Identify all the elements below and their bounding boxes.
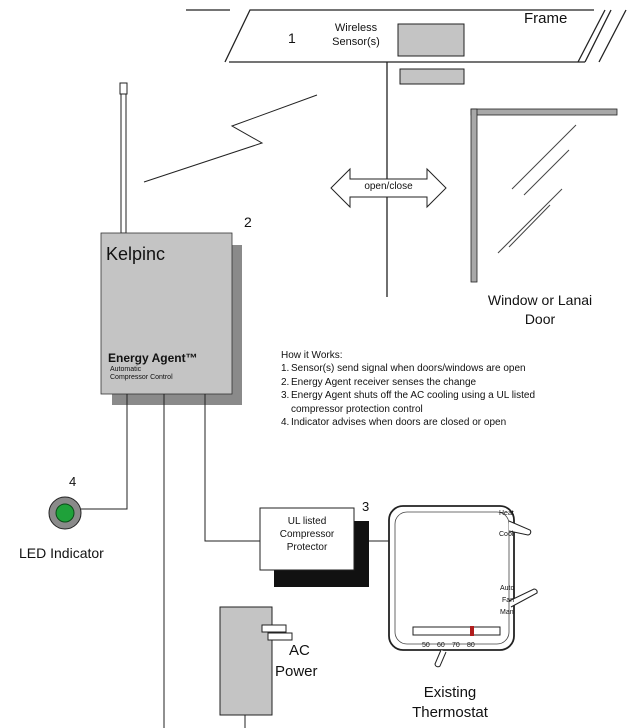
- open-close-arrow: [330, 167, 447, 209]
- how-it-works-steps: 1.Sensor(s) send signal when doors/windo…: [281, 362, 626, 429]
- fan-lever: [508, 588, 538, 608]
- protector-number: 3: [362, 499, 370, 514]
- antenna: [119, 82, 128, 234]
- heat-cool-lever: [508, 520, 532, 536]
- thermostat-man-label: Man: [500, 609, 514, 616]
- thermostat-label-line2: Thermostat: [412, 704, 488, 721]
- step-3: 3.Energy Agent shuts off the AC cooling …: [281, 389, 626, 402]
- step-text: Indicator advises when doors are closed …: [291, 417, 507, 429]
- led-indicator-label: LED Indicator: [19, 545, 104, 561]
- temperature-marker: [470, 626, 474, 636]
- scale-label-70: 70: [452, 642, 460, 649]
- protector-label-line1: UL listed: [287, 516, 327, 527]
- door-frame: [186, 9, 627, 63]
- protector-label-line3: Protector: [286, 542, 328, 553]
- led-number: 4: [69, 474, 77, 489]
- thermostat-wire: [434, 649, 447, 668]
- step-number: 1.: [281, 363, 290, 375]
- how-it-works: How it Works: 1.Sensor(s) send signal wh…: [281, 349, 626, 429]
- thermostat-fan-label: Fan: [502, 597, 515, 604]
- step-3-continued: compressor protection control: [281, 403, 626, 416]
- thermostat-auto-label: Auto: [500, 585, 515, 592]
- how-it-works-title: How it Works:: [281, 350, 343, 361]
- open-close-label: open/close: [364, 181, 413, 192]
- agent-sublabel-line2: Compressor Control: [110, 374, 173, 381]
- protector-label-line2: Compressor: [279, 529, 335, 540]
- led-indicator: [48, 496, 82, 530]
- temperature-slider: [412, 626, 501, 636]
- energy-agent-label: Energy Agent™: [108, 351, 198, 365]
- step-number: 4.: [281, 417, 290, 429]
- agent-number: 2: [244, 214, 252, 230]
- thermostat-heat-label: Heat: [499, 510, 514, 517]
- wireless-sensor: [397, 23, 465, 85]
- frame-label: Frame: [524, 10, 568, 27]
- step-number: 2.: [281, 376, 290, 388]
- step-number: 3.: [281, 390, 290, 402]
- sensor-label-line2: Sensor(s): [332, 36, 380, 48]
- thermostat: [388, 505, 538, 668]
- step-text: Sensor(s) send signal when doors/windows…: [291, 363, 526, 375]
- step-1: 1.Sensor(s) send signal when doors/windo…: [281, 362, 626, 375]
- brand-label: Kelpinc: [106, 244, 166, 264]
- window-label-line2: Door: [524, 311, 556, 327]
- agent-sublabel-line1: Automatic: [110, 366, 142, 373]
- step-text: Energy Agent receiver senses the change: [291, 376, 477, 388]
- thermostat-label-line1: Existing: [423, 684, 477, 701]
- step-text: Energy Agent shuts off the AC cooling us…: [291, 390, 536, 402]
- scale-label-50: 50: [422, 642, 430, 649]
- energy-agent-box: [100, 232, 242, 405]
- step-2: 2.Energy Agent receiver senses the chang…: [281, 376, 626, 389]
- step-4: 4.Indicator advises when doors are close…: [281, 416, 626, 429]
- wireless-signal: [143, 94, 318, 183]
- window-label-line1: Window or Lanai: [487, 292, 593, 308]
- ac-power-label-line2: Power: [275, 663, 318, 680]
- scale-label-80: 80: [467, 642, 475, 649]
- ac-power-adapter: [219, 606, 293, 716]
- step-text: compressor protection control: [291, 403, 423, 415]
- sensor-number: 1: [288, 30, 296, 46]
- window-door: [470, 108, 618, 283]
- scale-label-60: 60: [437, 642, 445, 649]
- compressor-protector: [259, 507, 369, 587]
- ac-power-label-line1: AC: [289, 642, 310, 659]
- thermostat-cool-label: Cool: [499, 531, 514, 538]
- sensor-label-line1: Wireless: [334, 22, 378, 34]
